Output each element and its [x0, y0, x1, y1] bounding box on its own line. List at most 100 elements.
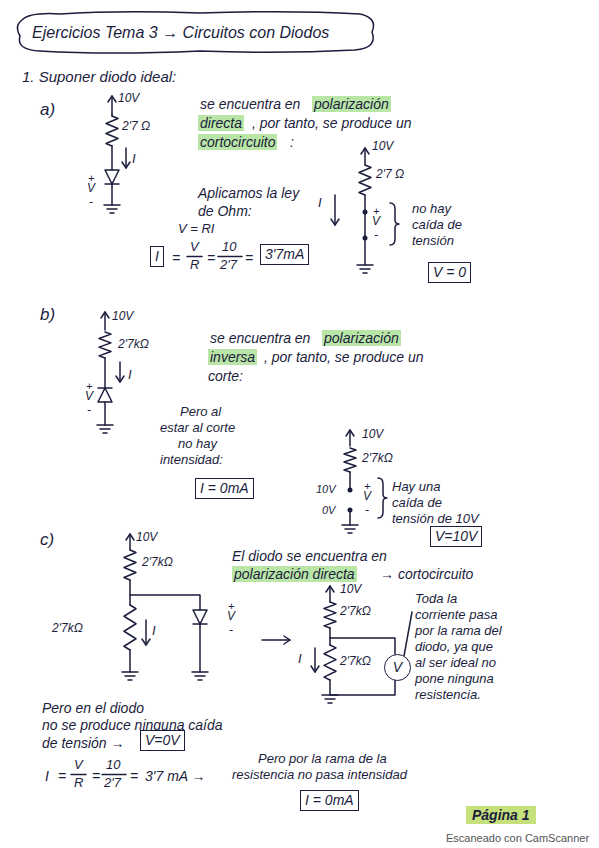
- wire: [349, 472, 351, 490]
- voltage-label: V: [227, 610, 235, 624]
- voltmeter-circle: V: [384, 654, 411, 681]
- step-arrow: [284, 636, 290, 644]
- item-letter: c): [40, 530, 54, 550]
- formula-text: 10: [106, 758, 120, 773]
- note-text: :: [290, 134, 294, 150]
- current-arrow: [142, 639, 150, 645]
- supply-arrow: [364, 148, 366, 165]
- note-text: caída de: [412, 218, 462, 233]
- note-text: El diodo se encuentra en: [232, 548, 387, 564]
- result-text: V=0V: [145, 732, 180, 748]
- wire: [199, 624, 201, 672]
- wire: [329, 680, 331, 695]
- wire: [329, 628, 331, 645]
- ground-symbol: [198, 679, 202, 681]
- step-arrow: [262, 639, 290, 641]
- callout-text: corriente pasa: [415, 608, 497, 623]
- note-text: Hay una: [392, 480, 440, 495]
- result-box: V=0V: [140, 730, 185, 751]
- voltage-label: 10V: [136, 531, 157, 545]
- note-text: Pero al: [180, 405, 221, 420]
- wire: [130, 580, 200, 610]
- current-arrow: [334, 195, 336, 225]
- item-letter: b): [40, 305, 55, 325]
- supply-arrow: [108, 96, 116, 102]
- note-text: → cortocircuito: [380, 566, 473, 582]
- supply-arrow: [329, 586, 331, 602]
- wire: [129, 650, 131, 672]
- formula-text: =: [58, 768, 66, 784]
- formula-text: 10: [222, 240, 236, 255]
- result-text: V = 0: [433, 264, 466, 280]
- ground-symbol: [342, 524, 358, 526]
- voltage-label: 10V: [372, 140, 393, 154]
- polarity-sign: -: [374, 229, 378, 243]
- ground-symbol: [360, 268, 370, 270]
- voltage-label: V: [87, 182, 95, 196]
- formula-text: 3'7 mA →: [145, 768, 206, 784]
- current-label: I: [132, 152, 136, 167]
- note-text: caída de: [392, 496, 442, 511]
- supply-arrow: [129, 534, 131, 550]
- current-label: I: [128, 368, 132, 383]
- scanner-watermark: Escaneado con CamScanner: [446, 832, 589, 845]
- highlighted-term: polarización: [322, 330, 401, 346]
- result-box: V = 0: [428, 262, 471, 283]
- ground-symbol: [325, 698, 335, 700]
- current-label: I: [152, 624, 156, 639]
- page-number: Página 1: [466, 806, 536, 824]
- resistor-value: 2'7kΩ: [362, 452, 393, 466]
- wire: [129, 595, 131, 605]
- page-title: Ejercicios Tema 3 → Circuitos con Diodos: [32, 24, 329, 42]
- node-dot: [363, 236, 368, 241]
- formula-text: =: [92, 768, 100, 784]
- callout-text: pone ninguna: [415, 672, 494, 687]
- ground-symbol: [110, 212, 114, 214]
- note-text: no hay: [412, 202, 451, 217]
- formula-text: =: [245, 250, 253, 266]
- leader-line: [404, 612, 412, 656]
- item-letter: a): [40, 100, 55, 120]
- resistor-value: 2'7kΩ: [52, 622, 83, 636]
- supply-arrow: [101, 312, 109, 318]
- resistor-value: 2'7kΩ: [118, 338, 149, 352]
- note-text: Pero en el diodo: [42, 700, 144, 716]
- result-text: I = 0mA: [305, 792, 354, 808]
- result-text: V: [393, 659, 402, 676]
- formula-text: V: [74, 758, 83, 773]
- note-text: de Ohm:: [198, 203, 252, 219]
- diode-symbol: [105, 170, 119, 184]
- ground-symbol: [97, 424, 113, 426]
- result-box: 3'7mA: [260, 244, 309, 265]
- voltage-label: 10V: [118, 92, 139, 106]
- diode-symbol: [98, 387, 112, 389]
- callout-text: Toda la: [415, 592, 457, 607]
- title-cloud: [17, 12, 373, 53]
- formula-text: R: [190, 258, 199, 273]
- formula-text: V: [190, 240, 199, 255]
- resistor-symbol: [324, 645, 336, 680]
- result-text: 3'7mA: [265, 246, 304, 262]
- note-text: resistencia no pasa intensidad: [232, 768, 407, 783]
- resistor-symbol: [124, 605, 136, 650]
- ground-symbol: [128, 679, 132, 681]
- wire: [104, 402, 106, 425]
- note-text: Pero por la rama de la: [258, 752, 387, 767]
- resistor-symbol: [344, 448, 356, 472]
- ground-symbol: [328, 702, 332, 704]
- ground-symbol: [322, 694, 338, 696]
- note-text: se encuentra en: [200, 96, 300, 112]
- current-arrow: [116, 376, 124, 382]
- result-box: I = 0mA: [300, 790, 359, 811]
- ground-symbol: [107, 208, 117, 210]
- wire: [330, 638, 395, 654]
- callout-text: diodo, ya que: [415, 640, 493, 655]
- note-text: corte:: [208, 368, 243, 384]
- resistor-symbol: [124, 550, 136, 580]
- note-text: no se produce ninguna caída: [42, 717, 223, 733]
- resistor-value: 2'7 Ω: [122, 120, 150, 134]
- result-text: I = 0mA: [200, 480, 249, 496]
- current-arrow: [125, 148, 127, 168]
- supply-arrow: [349, 430, 351, 446]
